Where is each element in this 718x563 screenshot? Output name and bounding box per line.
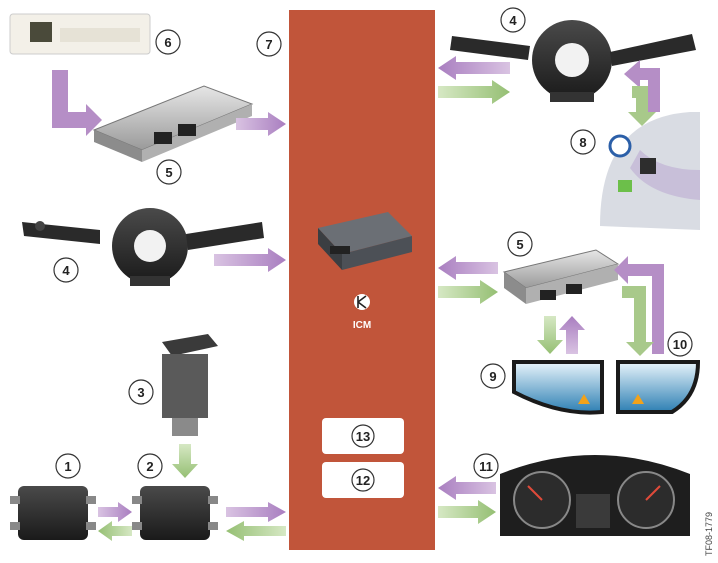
callout-4-left: 4 [53,257,79,283]
callout-3: 3 [128,379,154,405]
sensor-unit-2 [132,486,218,540]
arrow-icm-from-11 [438,476,496,500]
arrow-icm-to-11 [438,500,496,524]
svg-text:2: 2 [146,459,153,474]
svg-text:12: 12 [356,473,370,488]
arrow-5-to-9 [537,316,563,354]
svg-text:1: 1 [64,459,71,474]
svg-text:7: 7 [265,37,272,52]
callout-1: 1 [55,453,81,479]
svg-text:4: 4 [509,13,517,28]
arrow-5-to-icm [236,112,286,136]
svg-text:3: 3 [137,385,144,400]
svg-text:8: 8 [579,135,586,150]
steering-wheel-8 [600,112,700,230]
arrow-icm-from-4 [438,56,510,80]
box-12: 12 [322,462,404,498]
icm-label: ICM [353,320,371,331]
callout-2: 2 [137,453,163,479]
arrow-5-to-10 [622,286,654,356]
arrow-4-to-8 [628,86,656,126]
arrow-1-to-2 [98,502,132,522]
sensor-unit-1 [10,486,96,540]
svg-text:6: 6 [164,35,171,50]
svg-text:11: 11 [479,459,493,474]
figure-caption: TF08-1779 [704,512,714,556]
arrow-icm-to-5 [438,280,498,304]
module-5-right [502,249,620,304]
icm-symbol-icon [354,294,370,310]
arrow-4-to-icm [214,248,286,272]
steering-column-switch-4-left [22,208,264,286]
callout-8: 8 [570,129,596,155]
callout-4-right: 4 [500,7,526,33]
switch-panel-6 [9,13,151,55]
arrow-2-to-icm [226,502,286,522]
arrow-icm-from-5 [438,256,498,280]
callout-10: 10 [667,331,693,357]
arrow-6-to-5 [52,70,102,136]
callout-7: 7 [256,31,282,57]
steering-column-switch-4-right [450,20,696,102]
icm-unit-icon [318,212,412,270]
callout-6: 6 [155,29,181,55]
box-13: 13 [322,418,404,454]
arrow-9-to-5 [559,316,585,354]
module-5-left [92,85,254,162]
svg-text:5: 5 [165,165,172,180]
mirror-10 [616,360,701,414]
arrow-2-to-1 [98,521,132,541]
callout-9: 9 [480,363,506,389]
central-band [289,10,435,550]
callout-11: 11 [473,453,499,479]
svg-text:4: 4 [62,263,70,278]
svg-text:13: 13 [356,429,370,444]
arrow-10-to-5 [614,256,664,354]
sensor-3 [162,334,218,436]
instrument-cluster-11 [500,455,690,536]
svg-text:5: 5 [516,237,523,252]
svg-text:9: 9 [489,369,496,384]
callout-5-right: 5 [507,231,533,257]
mirror-9 [512,360,604,415]
arrow-3-to-2 [172,444,198,478]
svg-text:10: 10 [673,337,687,352]
arrow-8-to-4 [624,60,660,112]
arrow-icm-to-2 [226,521,286,541]
arrow-icm-to-4 [438,80,510,104]
callout-5-left: 5 [156,159,182,185]
